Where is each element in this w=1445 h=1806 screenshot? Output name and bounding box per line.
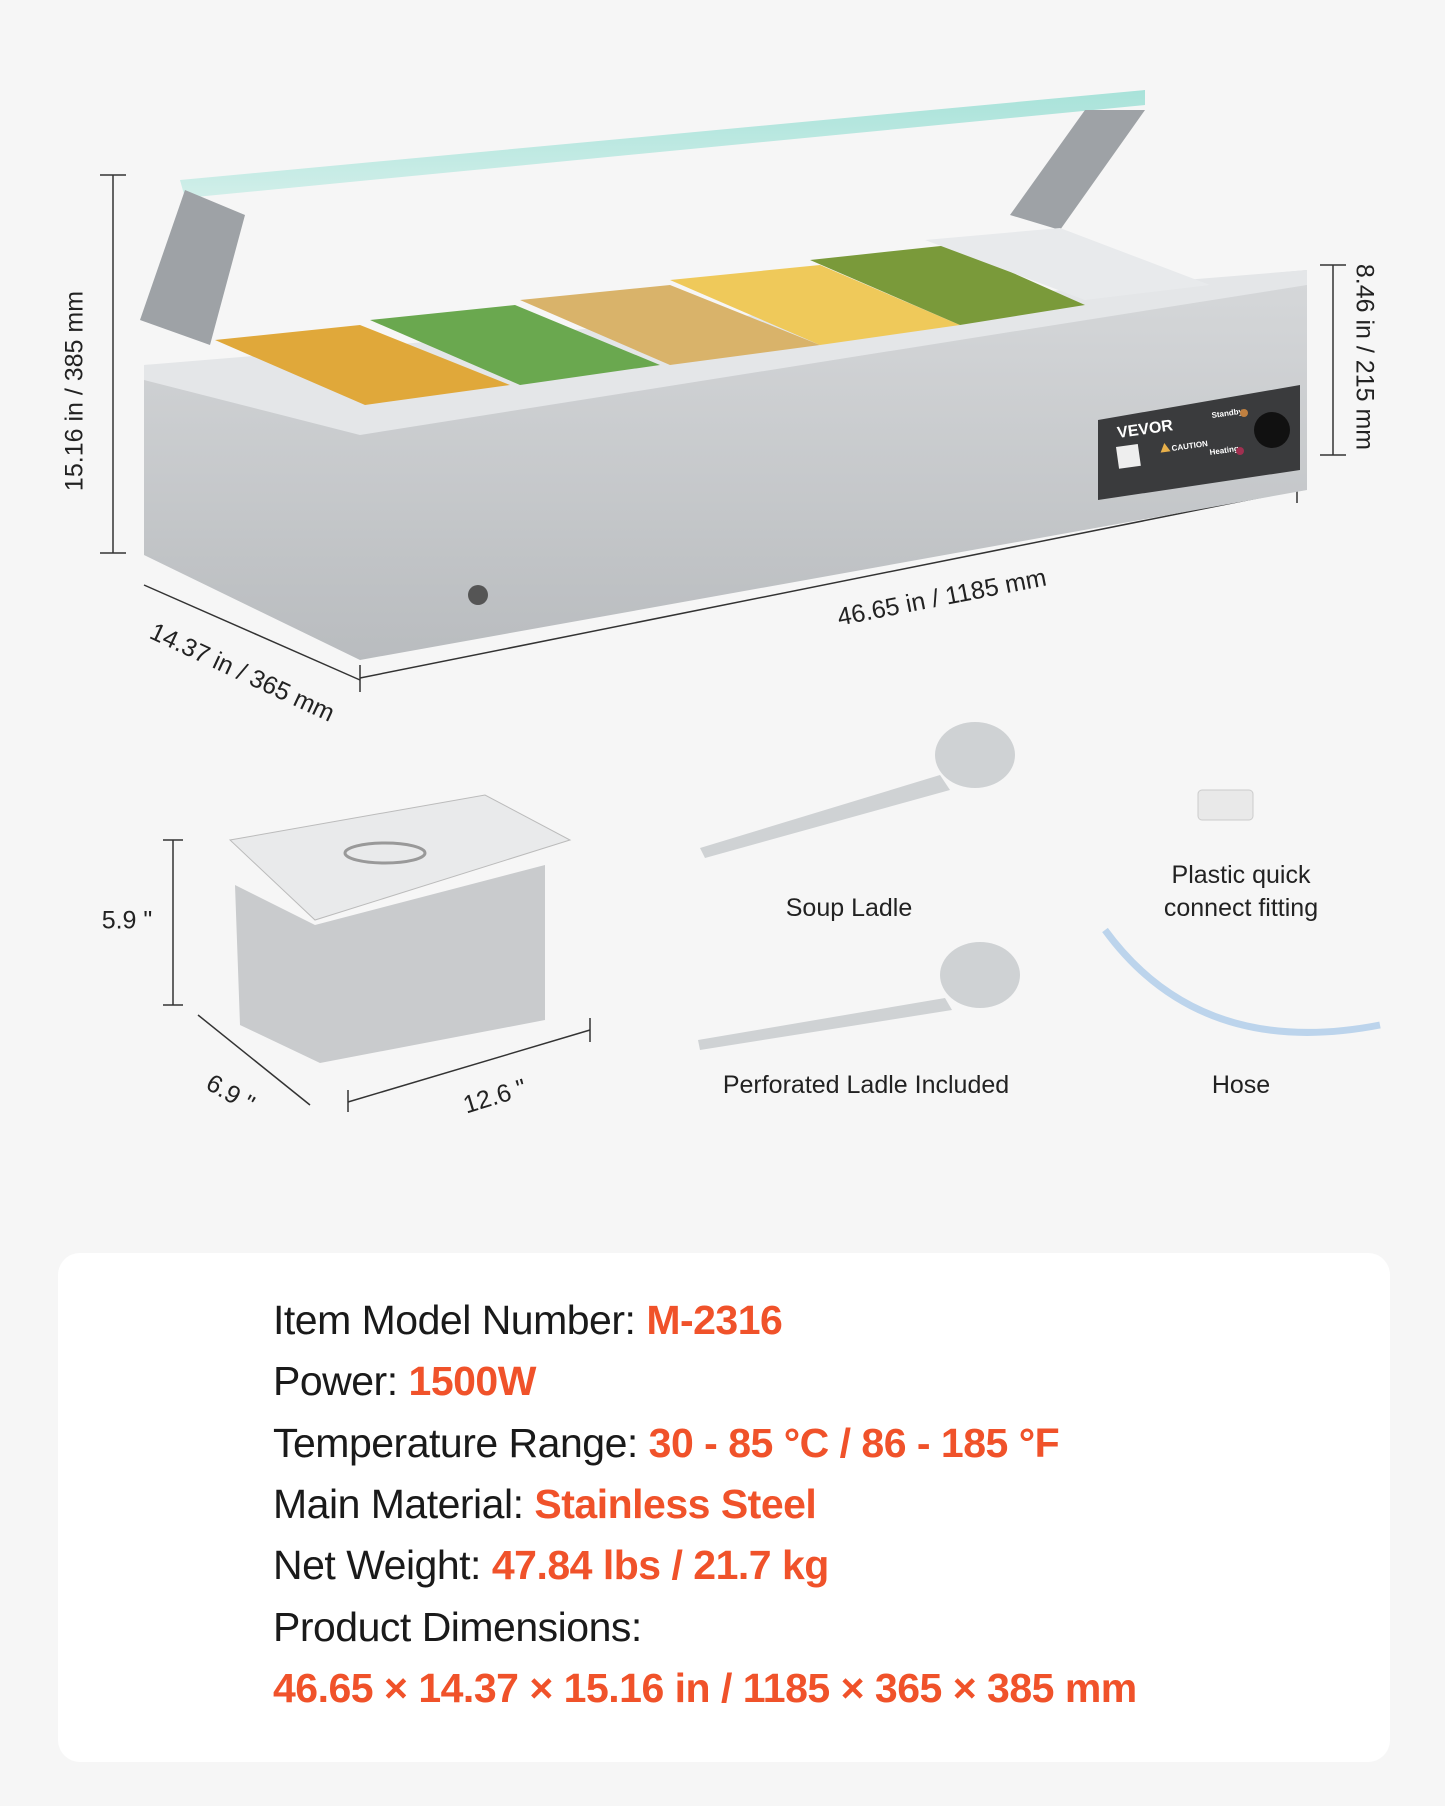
standby-label: Standby [1211,407,1244,420]
food-pans [215,228,1210,405]
well-height-dimension: 8.46 in / 215 mm [1350,263,1379,451]
spec-power: Power: 1500W [273,1358,536,1404]
fitting-label: Plastic quick connect fitting [1163,861,1319,922]
spec-weight: Net Weight: 47.84 lbs / 21.7 kg [273,1542,829,1588]
pan-height: 5.9 " [101,906,153,935]
glass-shield [180,90,1145,198]
soup-ladle-label: Soup Ladle [785,894,913,922]
spec-material: Main Material: Stainless Steel [273,1481,817,1527]
spec-dimensions-value: 46.65 × 14.37 × 15.16 in / 1185 × 365 × … [273,1665,1137,1711]
quick-connect-fitting [1197,789,1254,821]
height-dimension: 15.16 in / 385 mm [60,290,89,492]
thermostat-knob[interactable] [1254,412,1290,448]
perforated-ladle [698,942,1020,1050]
hose [1102,927,1381,1036]
spec-model: Item Model Number: M-2316 [273,1297,783,1343]
dimension-lines [100,174,1346,1112]
specs-card [58,1253,1390,1762]
caution-icon [1160,443,1171,453]
perforated-ladle-label: Perforated Ladle Included [722,1071,1010,1099]
spec-dimensions-label: Product Dimensions: [273,1604,642,1650]
heating-label: Heating [1209,444,1239,457]
drain-valve [468,585,488,605]
right-bracket [1010,110,1145,230]
hose-label: Hose [1211,1071,1271,1099]
qr-code [1116,443,1141,469]
left-bracket [140,190,245,345]
standby-light [1240,409,1248,417]
spec-temperature: Temperature Range: 30 - 85 °C / 86 - 185… [273,1420,1060,1466]
hotel-pan [228,794,572,1063]
control-panel [1098,385,1300,500]
product-illustration: VEVOR CAUTION Standby Heating [100,90,1381,1112]
heating-light [1236,447,1244,455]
soup-ladle [700,722,1015,858]
